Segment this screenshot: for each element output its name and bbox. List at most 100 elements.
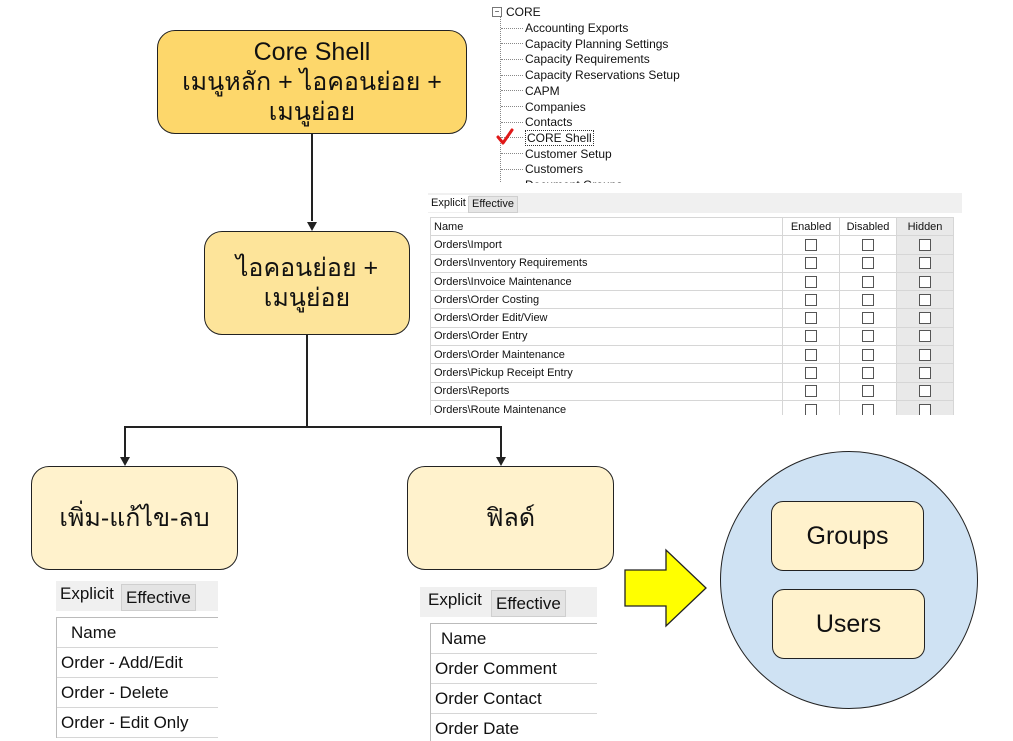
cell-enabled [782,308,840,328]
users-box: Users [772,589,925,659]
tree-item[interactable]: Document Groups [501,177,622,183]
grid-row[interactable]: Orders\Reports [430,381,954,401]
right-header[interactable]: Name [431,624,597,654]
enabled-checkbox[interactable] [805,312,817,325]
tree-item-label: Capacity Requirements [525,52,650,67]
hidden-checkbox[interactable] [919,403,931,415]
left-tab-explicit[interactable]: Explicit [60,584,114,603]
right-tab-explicit[interactable]: Explicit [428,590,482,609]
hidden-checkbox[interactable] [919,257,931,270]
grid-row[interactable]: Orders\Route Maintenance [430,399,954,415]
core-shell-box: Core Shell เมนูหลัก + ไอคอนย่อย + เมนูย่… [157,30,467,134]
tree-connector [501,121,523,123]
hidden-checkbox[interactable] [919,275,931,288]
tree-item[interactable]: CORE Shell [501,129,594,146]
col-hidden[interactable]: Hidden [896,216,954,237]
enabled-checkbox[interactable] [805,293,817,306]
disabled-checkbox[interactable] [862,348,874,361]
grid-row[interactable]: Orders\Order Maintenance [430,345,954,365]
right-tabs: Explicit Effective [420,587,597,617]
tree-item[interactable]: Customer Setup [501,146,612,162]
left-header[interactable]: Name [57,618,218,648]
enabled-checkbox[interactable] [805,257,817,270]
enabled-checkbox[interactable] [805,403,817,415]
tree-item-label: Accounting Exports [525,21,629,35]
tree-item[interactable]: Capacity Reservations Setup [501,67,680,83]
collapse-icon[interactable]: − [492,7,502,17]
tree-item[interactable]: Capacity Requirements [501,51,650,67]
hidden-checkbox[interactable] [919,238,931,251]
hidden-checkbox[interactable] [919,348,931,361]
groups-box: Groups [771,501,924,571]
disabled-checkbox[interactable] [862,293,874,306]
tree-item[interactable]: Accounting Exports [501,20,628,36]
grid-row[interactable]: Orders\Import [430,235,954,255]
hidden-checkbox[interactable] [919,385,931,398]
cell-enabled [782,381,840,401]
right-table-row[interactable]: Order Date [431,714,597,741]
hidden-checkbox[interactable] [919,312,931,325]
col-enabled[interactable]: Enabled [782,216,840,237]
tree-connector [501,43,523,45]
grid-row[interactable]: Orders\Inventory Requirements [430,253,954,273]
cell-enabled [782,326,840,347]
tree-item[interactable]: Customers [501,161,583,177]
disabled-checkbox[interactable] [862,275,874,288]
left-table-row[interactable]: Order - Add/Edit [57,648,218,678]
tree-item[interactable]: Contacts [501,114,572,130]
tree-item[interactable]: Capacity Planning Settings [501,36,668,52]
icons-menus-box: ไอคอนย่อย + เมนูย่อย [204,231,410,335]
enabled-checkbox[interactable] [805,238,817,251]
cell-disabled [839,271,897,292]
enabled-checkbox[interactable] [805,385,817,398]
left-table-row[interactable]: Order - Delete [57,678,218,708]
cell-disabled [839,381,897,401]
right-table-row[interactable]: Order Contact [431,684,597,714]
grid-row[interactable]: Orders\Invoice Maintenance [430,271,954,292]
left-table-row[interactable]: Order - Edit Only [57,708,218,738]
tree-item[interactable]: Companies [501,99,586,115]
disabled-checkbox[interactable] [862,403,874,415]
left-tabs: Explicit Effective [56,581,218,611]
disabled-checkbox[interactable] [862,385,874,398]
grid-row-name: Orders\Inventory Requirements [430,253,783,273]
disabled-checkbox[interactable] [862,312,874,325]
right-header-label: Name [441,629,487,648]
enabled-checkbox[interactable] [805,275,817,288]
cell-disabled [839,363,897,383]
hidden-checkbox[interactable] [919,330,931,343]
cell-enabled [782,345,840,365]
grid-row[interactable]: Orders\Pickup Receipt Entry [430,363,954,383]
right-table-row[interactable]: Order Comment [431,654,597,684]
tree-item-label: CORE Shell [525,129,594,146]
enabled-checkbox[interactable] [805,367,817,380]
disabled-checkbox[interactable] [862,330,874,343]
enabled-checkbox[interactable] [805,348,817,361]
cell-disabled [839,253,897,273]
tree-connector [501,153,523,155]
tree-item-label: Customers [525,162,584,177]
icons-menus-line-2: เมนูย่อย [263,284,351,312]
col-disabled[interactable]: Disabled [839,216,897,237]
grid-row[interactable]: Orders\Order Entry [430,326,954,347]
right-tab-effective[interactable]: Effective [491,590,566,617]
grid-tabs: Explicit Effective [428,193,962,213]
disabled-checkbox[interactable] [862,367,874,380]
disabled-checkbox[interactable] [862,257,874,270]
grid-row-name: Orders\Order Entry [430,326,783,347]
cell-hidden [896,326,954,347]
hidden-checkbox[interactable] [919,293,931,306]
tree-item[interactable]: CAPM [501,83,560,99]
connector-horizontal [124,426,501,428]
enabled-checkbox[interactable] [805,330,817,343]
grid-row[interactable]: Orders\Order Edit/View [430,308,954,328]
tab-explicit[interactable]: Explicit [428,195,469,212]
col-name[interactable]: Name [430,216,783,237]
hidden-checkbox[interactable] [919,367,931,380]
tree-root[interactable]: − CORE [492,5,541,19]
tab-effective[interactable]: Effective [468,196,518,213]
left-tab-effective[interactable]: Effective [121,584,196,611]
disabled-checkbox[interactable] [862,238,874,251]
grid-row[interactable]: Orders\Order Costing [430,290,954,310]
